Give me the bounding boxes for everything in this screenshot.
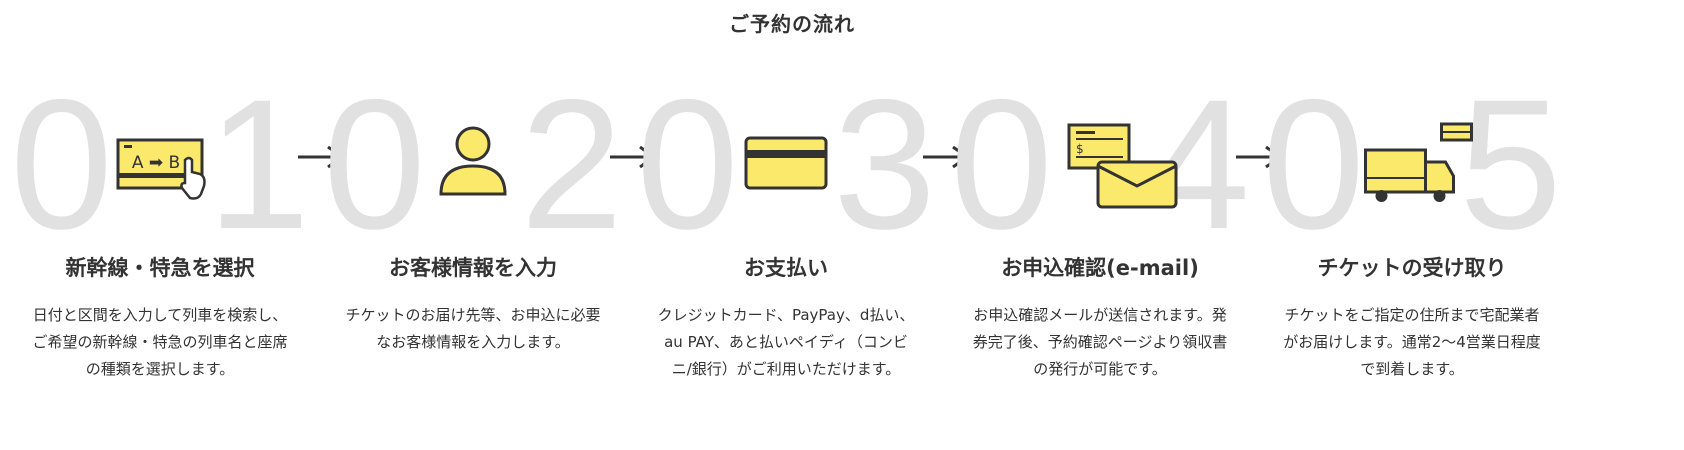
person-icon xyxy=(439,126,507,196)
step-number-digit: 1 xyxy=(207,62,310,268)
ticket-select-icon: A ➡ B xyxy=(116,138,206,200)
step-title: チケットの受け取り xyxy=(1317,256,1507,280)
credit-card-icon xyxy=(744,136,828,190)
step-title: 新幹線・特急を選択 xyxy=(65,256,255,280)
step-description: クレジットカード、PayPay、d払い、au PAY、あと払いペイディ（コンビニ… xyxy=(657,306,915,378)
step-number-digit: 0 xyxy=(1262,62,1365,268)
arrow-right-icon xyxy=(1236,145,1283,169)
arrow-right-icon xyxy=(298,145,345,169)
step-description: チケットのお届け先等、お申込に必要なお客様情報を入力します。 xyxy=(345,306,601,351)
step-description: 日付と区間を入力して列車を検索し、ご希望の新幹線・特急の列車名と座席の種類を選択… xyxy=(32,306,288,378)
step-number-digit: 0 xyxy=(323,62,426,268)
mail-receipt-icon: $ xyxy=(1067,123,1178,209)
step-number-digit: 0 xyxy=(636,62,739,268)
step-title: お申込確認(e-mail) xyxy=(1001,256,1199,280)
icon-route-text: A ➡ B xyxy=(132,153,180,173)
step-number-digit: 2 xyxy=(520,62,623,268)
step-description: チケットをご指定の住所まで宅配業者がお届けします。通常2〜4営業日程度で到着しま… xyxy=(1283,306,1541,378)
dollar-text: $ xyxy=(1076,142,1084,156)
flow-heading: ご予約の流れ xyxy=(729,12,855,36)
step-description: お申込確認メールが送信されます。発券完了後、予約確認ページより領収書の発行が可能… xyxy=(972,306,1228,378)
step-title: お支払い xyxy=(744,256,828,280)
delivery-truck-icon xyxy=(1364,122,1473,202)
step-title: お客様情報を入力 xyxy=(389,256,557,280)
step-number-digit: 5 xyxy=(1459,62,1562,268)
step-number-digit: 0 xyxy=(950,62,1053,268)
arrow-right-icon xyxy=(923,145,970,169)
step-number-digit: 0 xyxy=(10,62,113,268)
step-number-digit: 3 xyxy=(833,62,936,268)
arrow-right-icon xyxy=(610,145,657,169)
